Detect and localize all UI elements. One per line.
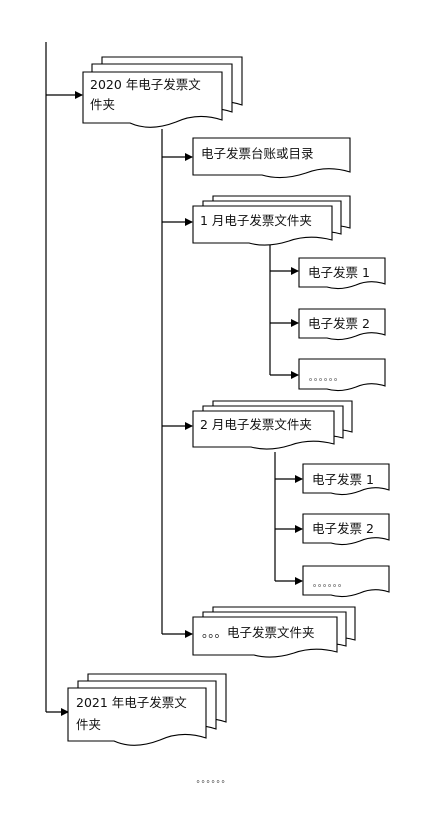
month-2-folder-node: 2 月电子发票文件夹 (192, 400, 353, 450)
month-2-invoice-2-node: 电子发票 2 (302, 513, 390, 546)
folder-2020-node: 2020 年电子发票文 件夹 (82, 56, 243, 128)
ledger-label: 电子发票台账或目录 (201, 146, 314, 161)
more-folders-node: 。。。电子发票文件夹 (192, 606, 356, 658)
month-1-invoice-2-node: 电子发票 2 (298, 308, 386, 341)
month-1-more-node: 。。。。。。 (298, 358, 386, 392)
more-folders-label: 。。。电子发票文件夹 (202, 625, 315, 640)
month-2-more-node: 。。。。。。 (302, 565, 390, 598)
month-1-invoice-1-label: 电子发票 1 (308, 265, 370, 280)
month-1-more-label: 。。。。。。 (309, 373, 343, 382)
month-1-folder-node: 1 月电子发票文件夹 (192, 195, 351, 246)
month-2-invoice-1-node: 电子发票 1 (302, 463, 390, 496)
month-1-invoice-1-node: 电子发票 1 (298, 257, 386, 290)
ledger-document-node: 电子发票台账或目录 (192, 137, 351, 179)
month-1-invoice-2-label: 电子发票 2 (308, 316, 370, 331)
month-1-folder-label: 1 月电子发票文件夹 (200, 213, 312, 228)
month-2-folder-label: 2 月电子发票文件夹 (200, 417, 312, 432)
folder-2021-label-line2: 件夹 (76, 717, 101, 732)
folder-2021-label-line1: 2021 年电子发票文 (76, 695, 187, 710)
month-2-invoice-2-label: 电子发票 2 (312, 521, 374, 536)
folder-2021-node: 2021 年电子发票文 件夹 (67, 673, 227, 746)
month-2-invoice-1-label: 电子发票 1 (312, 472, 374, 487)
footer-ellipsis: 。。。。。。 (196, 775, 231, 784)
month-2-more-label: 。。。。。。 (313, 579, 347, 588)
folder-2020-label-line2: 件夹 (90, 97, 115, 112)
folder-2020-label-line1: 2020 年电子发票文 (90, 77, 201, 92)
